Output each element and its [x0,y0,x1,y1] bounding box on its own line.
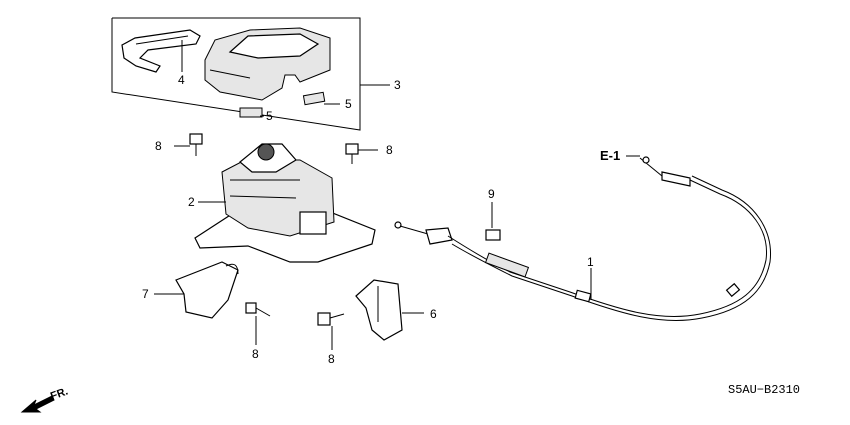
callout-part-8-upper-left: 8 [155,139,162,153]
bolt-upper-left [189,133,203,156]
callout-part-2: 2 [188,195,195,209]
callout-part-3: 3 [394,78,401,92]
callout-part-5-upper: 5 [345,97,352,111]
clip-upper [302,91,326,106]
callout-part-9: 9 [488,187,495,201]
front-direction-label: FR. [49,385,70,402]
cover-shell [204,27,331,101]
cruise-actuator [194,143,376,263]
reference-tag-e1: E-1 [600,148,620,163]
callout-part-8-upper-right: 8 [386,143,393,157]
cover-assembly-group-box [111,17,390,131]
leader-lines [154,42,640,350]
bolt-lower-left [245,302,271,317]
front-direction-arrow-icon [20,395,55,413]
callout-part-5-lower: 5 [266,109,273,123]
actuator-cable [394,156,772,321]
callout-part-8-lower-center: 8 [328,352,335,366]
callout-part-6: 6 [430,307,437,321]
clip-lower [239,107,263,118]
bracket-left [175,261,239,319]
callout-part-1: 1 [587,255,594,269]
cover-bracket [121,29,201,73]
callout-part-4: 4 [178,73,185,87]
bolt-upper-right [345,143,359,164]
callout-part-8-lower-left: 8 [252,347,259,361]
diagram-code: S5AU−B2310 [728,383,800,397]
bracket-right [355,279,403,341]
bolt-part-9 [485,229,501,241]
callout-part-7: 7 [142,287,149,301]
bolt-lower-center [317,312,345,326]
